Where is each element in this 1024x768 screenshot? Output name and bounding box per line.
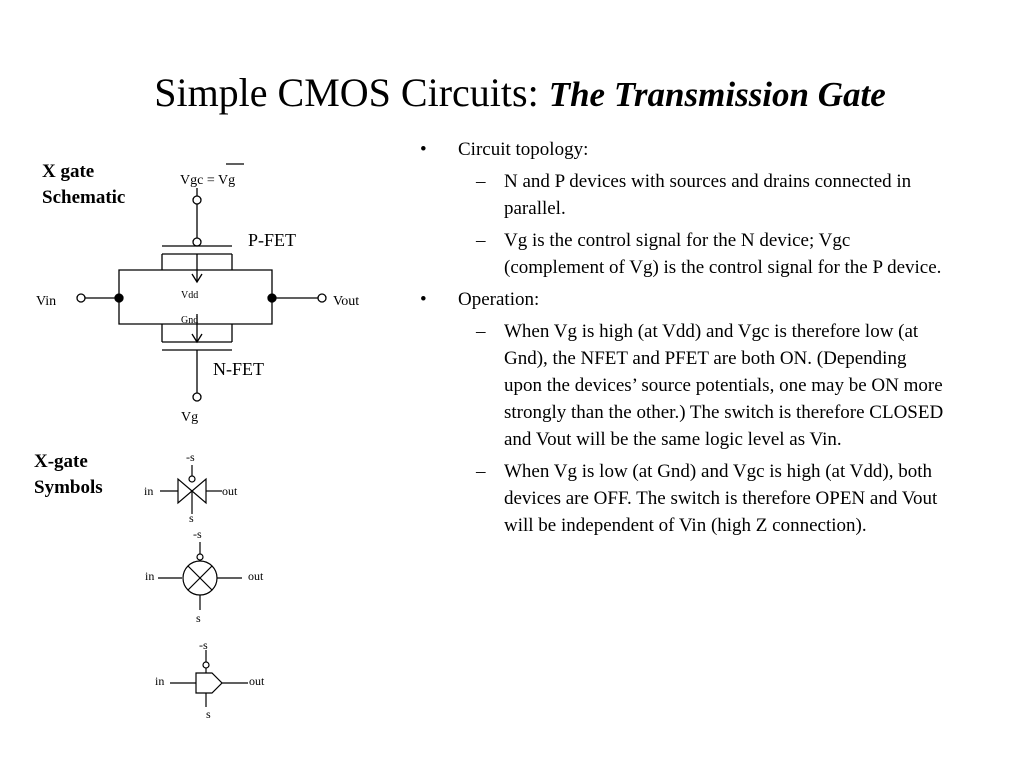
explanation-bullets: • Circuit topology: – N and P devices wi… [420,136,980,544]
vin-label: Vin [36,294,56,309]
bottom-bridge-wire [118,298,273,325]
pfet-body-arrow [191,273,203,284]
vout-junction [267,293,277,303]
bullet-marker: • [420,139,427,160]
vgc-terminal [192,195,202,205]
subbullet-marker: – [476,321,486,342]
symbol3-in-label: in [155,674,164,688]
subbullet-text: N and P devices with sources and drains … [504,171,912,219]
xgate-schematic [76,163,327,402]
bullet-text: Operation: [458,289,540,310]
symbol2-out-label: out [248,569,264,583]
xgate-symbol-pentagon: -s in out s [155,638,265,721]
symbols-heading: X-gate Symbols [34,449,103,501]
pfet-gate-bubble [192,237,202,247]
symbol1-top-label: -s [186,450,195,464]
xgate-symbol-circle-x: -s in out s [145,527,264,625]
vg-label: Vg [181,410,198,425]
bullet-operation: • Operation: [420,286,980,313]
symbols-heading-line2: Symbols [34,477,103,498]
xgate-symbol-bowtie: -s in out s [144,450,238,525]
subbullet-parallel: – N and P devices with sources and drain… [420,168,944,222]
vin-terminal [76,293,86,303]
symbol2-in-label: in [145,569,154,583]
vgc-label: Vgc = Vg [180,173,235,188]
symbols-heading-line1: X-gate [34,451,88,472]
subbullet-switch-open: – When Vg is low (at Gnd) and Vgc is hig… [420,458,944,539]
gnd-label: Gnd [181,315,198,326]
nfet-label: N-FET [213,359,264,379]
subbullet-text: When Vg is low (at Gnd) and Vgc is high … [504,461,938,536]
transmission-gate-diagram: Vgc = Vg P-FET N-FET Vin Vout Vdd Gnd Vg… [36,163,359,721]
subbullet-text: Vg is the control signal for the N devic… [504,230,942,278]
vout-label: Vout [333,294,359,309]
subbullet-marker: – [476,171,486,192]
subbullet-marker: – [476,230,486,251]
subbullet-marker: – [476,461,486,482]
bullet-marker: • [420,289,427,310]
title-main: Simple CMOS Circuits: [154,70,539,115]
symbol3-bottom-label: s [206,707,211,721]
bullet-text: Circuit topology: [458,139,589,160]
vdd-label: Vdd [181,290,198,301]
symbol1-out-label: out [222,484,238,498]
symbol1-in-label: in [144,484,153,498]
pfet-label: P-FET [248,230,296,250]
subbullet-switch-closed: – When Vg is high (at Vdd) and Vgc is th… [420,318,944,453]
symbol2-bottom-label: s [196,611,201,625]
symbol3-out-label: out [249,674,265,688]
slide-title: Simple CMOS Circuits: The Transmission G… [0,68,1024,120]
schematic-heading-line1: X gate [42,161,95,182]
schematic-heading: X gate Schematic [42,159,125,211]
bullet-topology: • Circuit topology: [420,136,980,163]
top-bridge-wire [118,269,273,298]
nfet-body-arrow [191,333,203,344]
symbol1-bottom-label: s [189,511,194,525]
vout-terminal [317,293,327,303]
schematic-heading-line2: Schematic [42,187,126,208]
title-subtitle: The Transmission Gate [548,75,886,114]
symbol2-top-label: -s [193,527,202,541]
vg-terminal [192,392,202,402]
symbol3-top-label: -s [199,638,208,652]
subbullet-control-signals: – Vg is the control signal for the N dev… [420,227,944,281]
vin-junction [114,293,124,303]
subbullet-text: When Vg is high (at Vdd) and Vgc is ther… [504,321,944,450]
